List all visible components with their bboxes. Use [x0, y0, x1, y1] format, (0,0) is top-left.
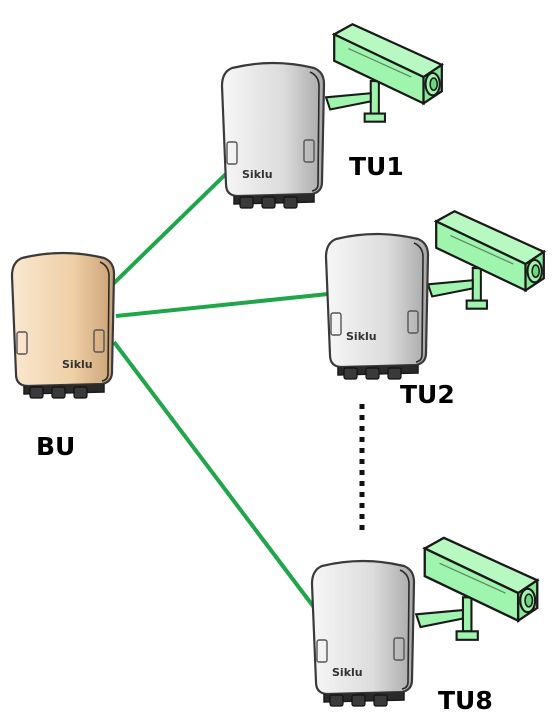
radio-unit-icon [220, 61, 326, 210]
radio-unit-icon [324, 232, 430, 381]
unit-tu2: Siklu [324, 232, 430, 381]
label-tu2: TU2 [400, 380, 455, 409]
radio-unit-icon [10, 251, 116, 400]
camera-tu8 [415, 536, 539, 641]
label-bu: BU [36, 432, 76, 461]
camera-tu2 [426, 210, 545, 310]
radio-unit-icon [310, 559, 416, 708]
link-bu-tu8 [112, 340, 318, 612]
unit-tu1: Siklu [220, 61, 326, 210]
unit-bu: Siklu [10, 251, 116, 400]
unit-tu8: Siklu [310, 559, 416, 708]
security-camera-icon [324, 23, 443, 123]
brand-logo: Siklu [242, 168, 273, 181]
brand-logo: Siklu [332, 666, 363, 679]
security-camera-icon [426, 210, 545, 310]
brand-logo: Siklu [346, 330, 377, 343]
link-bu-tu1 [110, 166, 234, 287]
brand-logo: Siklu [62, 358, 93, 371]
security-camera-icon [415, 536, 539, 641]
camera-tu1 [324, 23, 443, 123]
label-tu1: TU1 [349, 152, 404, 181]
link-bu-tu2 [115, 292, 329, 318]
label-tu8: TU8 [438, 686, 493, 715]
